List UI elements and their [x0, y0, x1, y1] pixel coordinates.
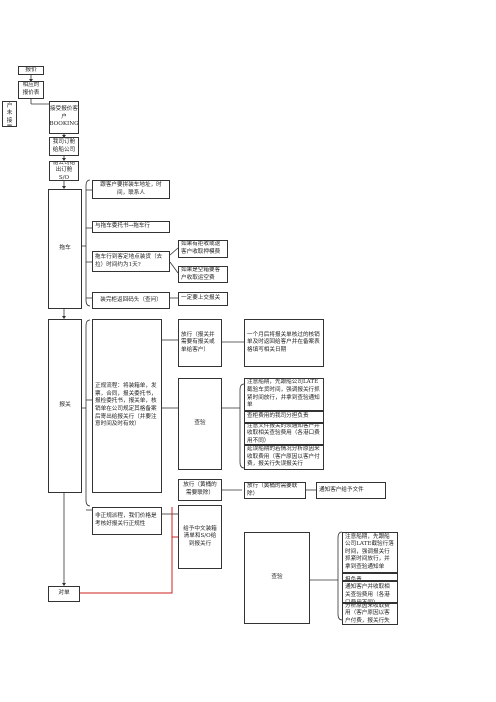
trailer-order: 与拖车委托书→拖车行	[92, 221, 170, 233]
phase-customs: 报关	[48, 319, 82, 493]
trailer-return-dock: 装完柜返回码头（查问）	[92, 292, 170, 309]
trailer-empty-fee: 如果是空箱要客户收取运空费	[178, 266, 228, 283]
release-check: 放行（黄桶的需要联除）	[178, 479, 222, 501]
quote-sheet-step: 相应的报价表	[18, 81, 44, 99]
trailer-submit-customs: 一定要上交报关	[178, 292, 228, 306]
customs-standard-process: 正规流程：将装箱单，发票，合同，报关委托书，报检委托书，报关单，核销单在公司规定…	[92, 319, 162, 493]
quote-step: 报价	[18, 66, 44, 75]
lower-note-schedule: 注意船期，先跟船公司LATE截验行落时间，强调报关行抓紧时间放行，并拿到查验通知…	[342, 532, 398, 573]
trailer-reject-fee: 如果有拒收或退客户收取押模费	[178, 240, 228, 258]
packing-list-to-agent: 给予中文装箱清单和S/O给到报关行	[178, 505, 222, 569]
customer-rejected-step: 客户未接受	[2, 101, 17, 127]
notify-customer: 通知客户给予文件	[316, 482, 386, 499]
lower-note-cost: 查柜费用的我司分担负责	[342, 573, 398, 581]
trailer-pickup: 拖车行到客定地点装货（去拉）时间约为1天?	[92, 251, 170, 272]
customs-agent-release: 放行（报关并需要有报关或单给客户）	[178, 319, 222, 367]
inspection-note-notify: 注意文件报关的须通知客户并收取相关查验费用（各港口费用不同）	[244, 423, 324, 445]
release-status: 放行（黄桶的需要联除）	[244, 482, 306, 499]
customs-writeoff-note: 一个月后将报关单核过的核销单及时返回给客户并在备案表格填写相关日期	[244, 319, 324, 367]
inspection-note-schedule: 注意船期，先跟船公司LATE截验车货时间，强调报关行抓紧时间放行，并拿到查验通知…	[244, 378, 324, 411]
inspection-note-delay: 延误船期的若情况分析原因来收取费用（客户原因以客户付费，报关行失误报关行	[244, 445, 324, 470]
carrier-so-step: 船公司给出订舱S/O	[49, 161, 79, 181]
customs-nonstandard-process: 非正规派程，我们价格是考核好报关行正规性	[92, 507, 162, 535]
booking-to-carrier-step: 我司订舱给船公司	[49, 137, 79, 156]
inspection-note-cost: 查柜费用的我司分担负责	[244, 411, 324, 423]
lower-inspection: 查验	[244, 532, 310, 624]
phase-trailer: 拖车	[48, 189, 82, 309]
lower-note-notify: 注意文件报关的须通知客户并收取相关查验费用（各港口费用不同）	[342, 581, 398, 603]
lower-note-delay: 延误船期的若情况分析原因来收取费用（客户原因以客户付费，报关行失误报关行付费）	[342, 603, 398, 625]
customer-booking-step: 接受报价客户BOOKING	[49, 101, 79, 134]
customs-inspection: 查验	[178, 378, 222, 470]
phase-reconcile: 对单	[48, 586, 80, 602]
trailer-contact-info: 跟客户要拼装车地址，时间，联系人	[92, 180, 170, 199]
